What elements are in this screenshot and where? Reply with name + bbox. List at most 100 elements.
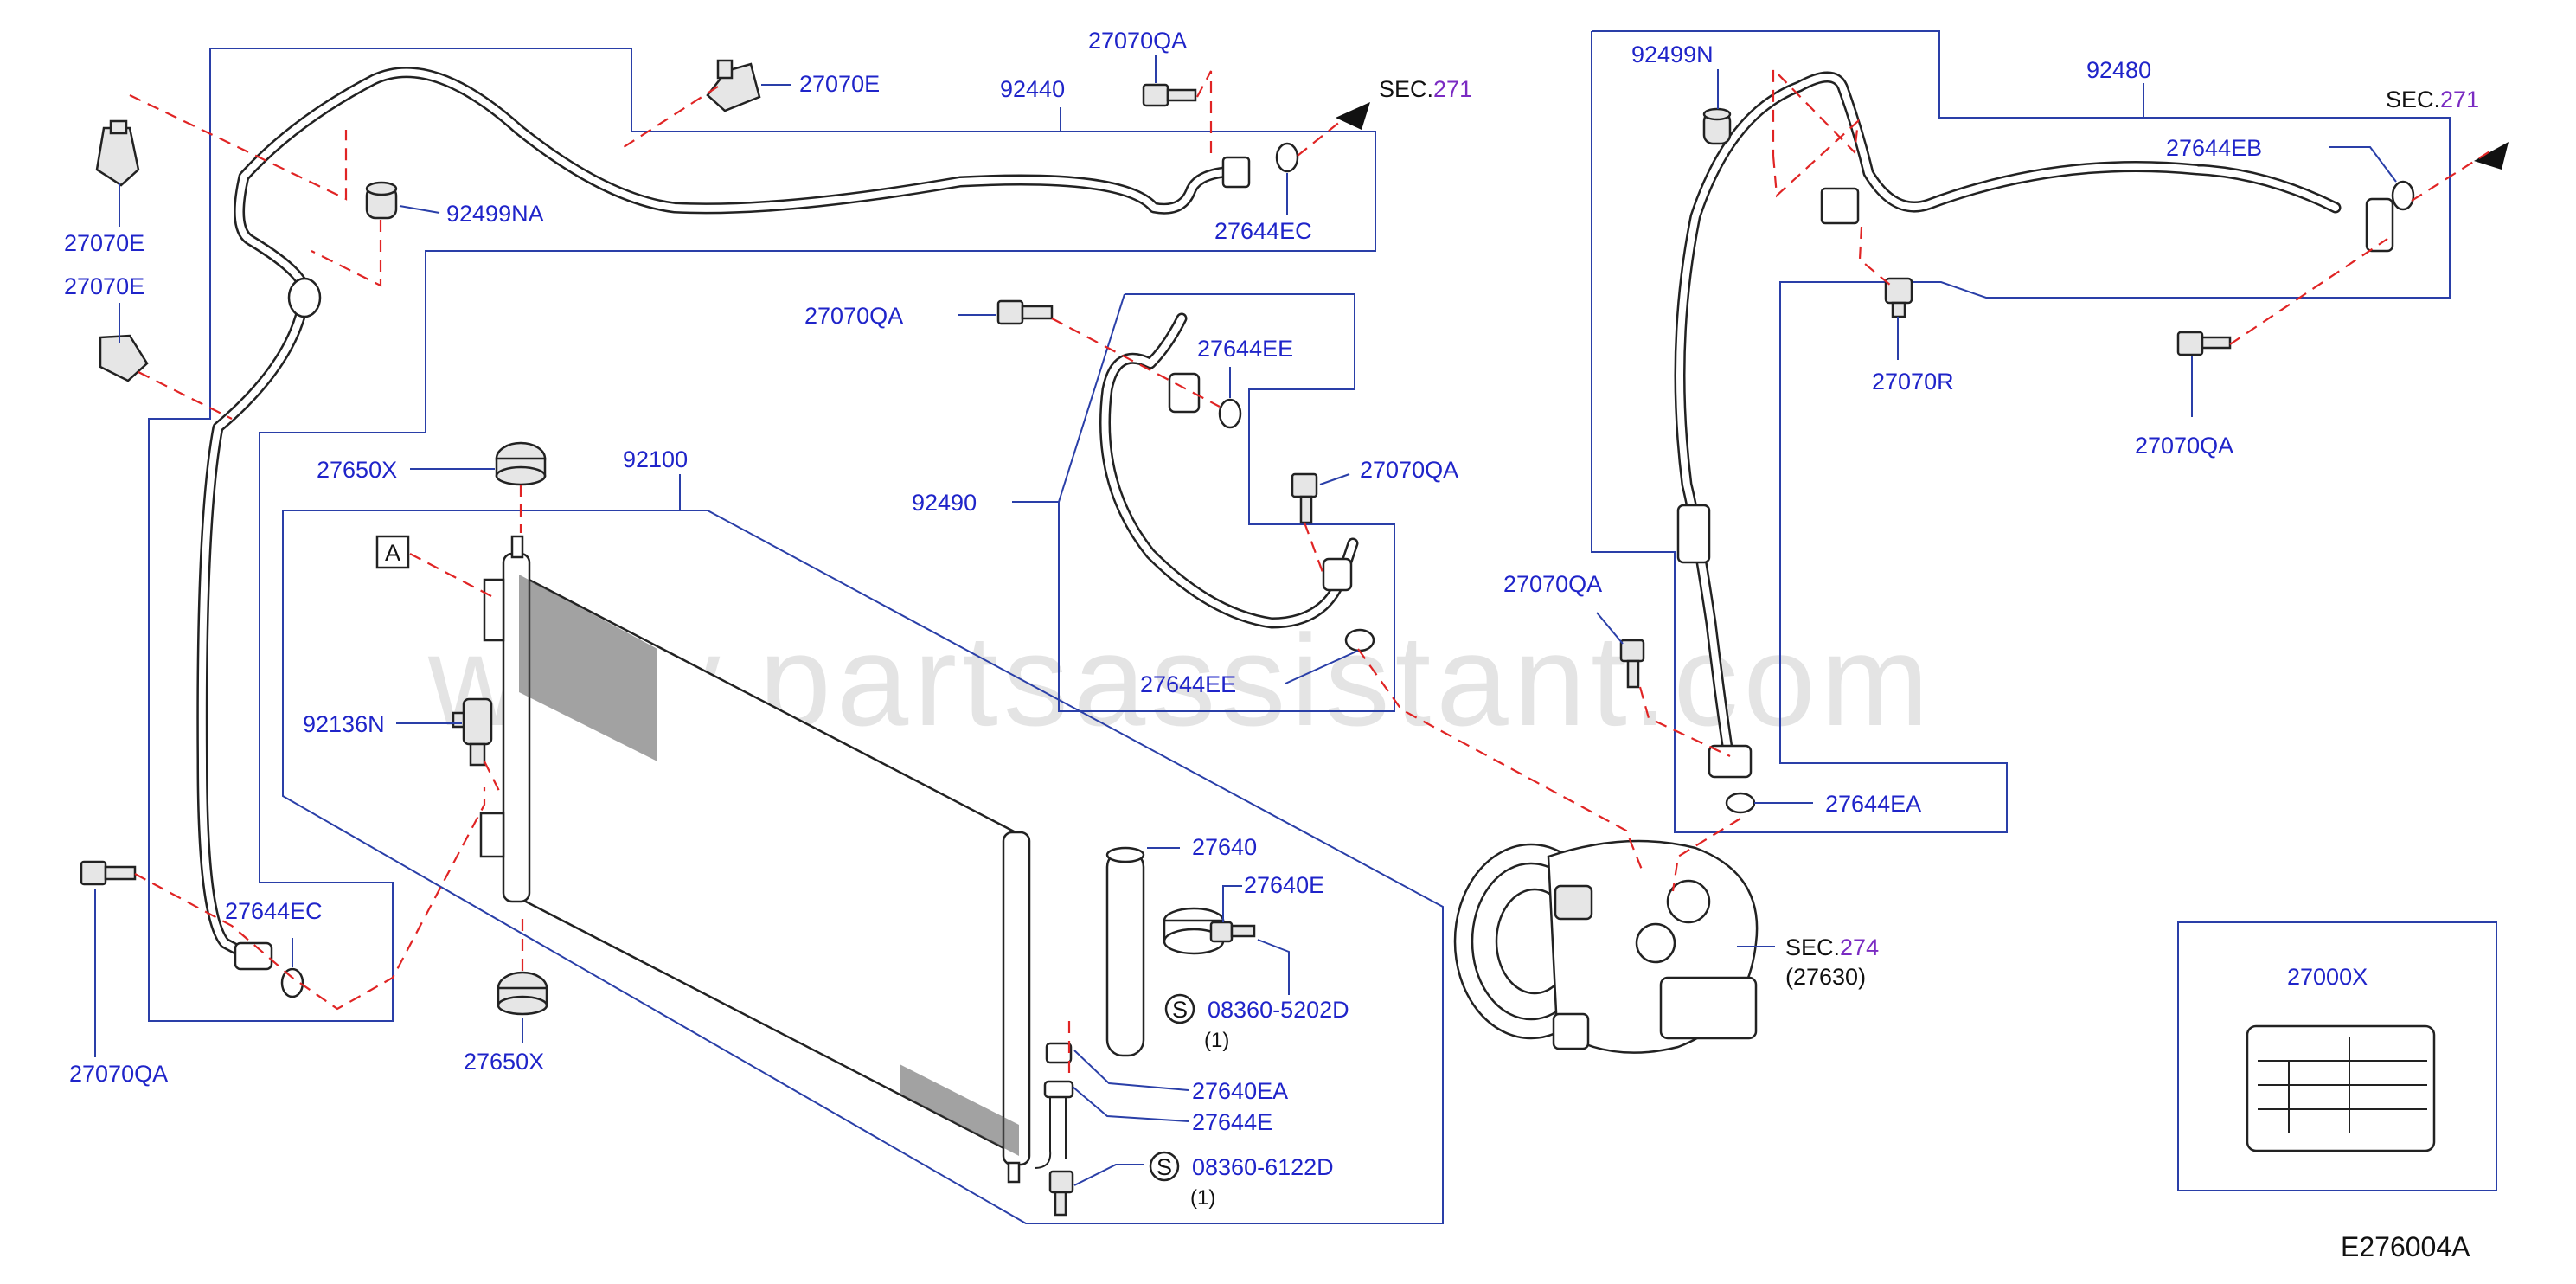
install-line-27644EC-bottom bbox=[134, 787, 486, 1011]
install-line-27070QA-right bbox=[2229, 238, 2388, 345]
clip-27070E-left1 bbox=[95, 119, 140, 187]
condenser-bracket-upper bbox=[483, 578, 505, 642]
label-sec271-right-num[interactable]: 271 bbox=[2440, 87, 2479, 112]
label-27630: (27630) bbox=[1785, 964, 1866, 990]
label-27000X: 27000X bbox=[2287, 964, 2368, 990]
bracket-27640E bbox=[1163, 907, 1225, 955]
install-line-92490-mid bbox=[1303, 522, 1325, 575]
leader-27070QA-comp bbox=[1596, 612, 1624, 645]
install-line-92490-to-compressor bbox=[1357, 648, 1645, 875]
leader-92499NA bbox=[399, 205, 440, 214]
install-line-92480-bracket bbox=[1772, 67, 1860, 198]
label-27644EE-top: 27644EE bbox=[1197, 336, 1293, 362]
o-ring-27644EA bbox=[1725, 792, 1756, 814]
o-ring-27644EC-bottom bbox=[280, 967, 304, 998]
label-27640E: 27640E bbox=[1244, 872, 1324, 898]
label-27070QA-right: 27070QA bbox=[2135, 433, 2233, 459]
install-line-27070QA-comp bbox=[1638, 686, 1731, 757]
pipe-92440-inner bbox=[198, 68, 1244, 960]
label-27070E-top: 27070E bbox=[799, 71, 880, 97]
install-line-27070R bbox=[1858, 226, 1892, 286]
bolt-27070QA-left bbox=[80, 860, 137, 886]
pipe-92440-end-fitting-top bbox=[1221, 156, 1251, 189]
condenser-fin-hatching-left bbox=[519, 575, 657, 761]
o-ring-27644EC-top bbox=[1275, 142, 1299, 173]
o-ring-27644EE-top bbox=[1218, 398, 1242, 429]
label-27070QA-mid: 27070QA bbox=[804, 303, 903, 329]
label-27644E: 27644E bbox=[1192, 1109, 1272, 1135]
label-sec271-left-prefix: SEC. bbox=[1379, 76, 1433, 102]
label-92480: 92480 bbox=[2086, 57, 2151, 83]
o-ring-27644EE-bottom bbox=[1344, 628, 1375, 652]
leader-08360-5202D bbox=[1257, 939, 1290, 995]
label-92136N: 92136N bbox=[303, 711, 385, 737]
label-08360-6122D: 08360-6122D bbox=[1192, 1154, 1334, 1180]
leader-08360-6122D bbox=[1073, 1164, 1144, 1186]
label-27650X-top: 27650X bbox=[317, 457, 397, 483]
label-08360-5202D: 08360-5202D bbox=[1208, 997, 1349, 1023]
install-line-sec271-right bbox=[2411, 150, 2492, 202]
section-A-box bbox=[375, 535, 410, 569]
compressor-27630 bbox=[1453, 839, 1759, 1054]
grommet-92499N bbox=[1702, 107, 1732, 145]
pipe-92480-upper-fitting bbox=[2365, 197, 2394, 253]
condenser-bracket-lower bbox=[479, 812, 505, 858]
bolt-27070QA-mid bbox=[996, 299, 1054, 325]
label-sec271-right: SEC.271 bbox=[2386, 87, 2479, 112]
condenser-bottom-pin bbox=[1007, 1161, 1021, 1184]
label-sec274-prefix: SEC. bbox=[1785, 934, 1840, 960]
label-qty-1: (1) bbox=[1204, 1029, 1229, 1052]
bolt-27070QA-comp bbox=[1619, 639, 1645, 689]
label-sec274-num[interactable]: 274 bbox=[1840, 934, 1879, 960]
pipe-92490-fitting-bottom bbox=[1322, 557, 1353, 592]
pipe-92440-joint bbox=[287, 277, 322, 318]
leader-27640EA bbox=[1073, 1050, 1189, 1091]
pipe-92490 bbox=[1099, 312, 1359, 629]
group-outline-92100 bbox=[282, 510, 1444, 1224]
label-27070R: 27070R bbox=[1872, 369, 1954, 395]
label-27644EE-bottom: 27644EE bbox=[1140, 671, 1236, 697]
group-outline-92440 bbox=[148, 48, 1376, 1022]
pressure-sensor-92136N bbox=[452, 697, 493, 767]
grommet-92499NA bbox=[365, 181, 398, 220]
label-92100: 92100 bbox=[623, 446, 688, 472]
label-s-marker-2: S bbox=[1157, 1154, 1172, 1180]
label-27070E-left2: 27070E bbox=[64, 273, 144, 299]
label-s-marker-1: S bbox=[1172, 997, 1188, 1023]
label-27070QA-left: 27070QA bbox=[69, 1061, 168, 1087]
label-27070E-left1: 27070E bbox=[64, 230, 144, 256]
label-sec271-left-num[interactable]: 271 bbox=[1433, 76, 1472, 102]
clip-27070E-left2 bbox=[99, 334, 149, 382]
install-line-92440-bracket bbox=[129, 94, 348, 201]
pipe-92490-inner bbox=[1101, 315, 1356, 626]
bolt-27070QA-right bbox=[2176, 331, 2232, 356]
install-line-92136N bbox=[484, 761, 503, 797]
label-27644EC-bottom: 27644EC bbox=[225, 898, 323, 924]
label-27650X-bottom: 27650X bbox=[464, 1049, 544, 1075]
pipe-92480-end-fitting bbox=[1708, 744, 1753, 779]
pipe-92440-end-fitting-bottom bbox=[234, 941, 273, 971]
label-27640: 27640 bbox=[1192, 834, 1257, 860]
pipe-fittings-27640EA bbox=[1034, 1042, 1074, 1169]
label-27640EA: 27640EA bbox=[1192, 1078, 1288, 1104]
pipe-92480-bracket bbox=[1820, 187, 1860, 225]
s-marker-circle-1 bbox=[1164, 993, 1195, 1024]
install-line-92490-top bbox=[1051, 318, 1221, 408]
pipe-92480-sleeve bbox=[1676, 504, 1711, 564]
rubber-mount-27650X-bottom bbox=[497, 971, 548, 1016]
group-outline-92490 bbox=[1058, 293, 1395, 712]
diagram-code: E276004A bbox=[2341, 1231, 2470, 1262]
condenser-right-tank bbox=[1002, 831, 1031, 1166]
install-line-sec271-left bbox=[1297, 120, 1342, 157]
clip-27070E-top bbox=[706, 59, 761, 112]
label-sec274: SEC.274 bbox=[1785, 934, 1879, 960]
install-line-bolt-top bbox=[1196, 70, 1213, 156]
o-ring-27644EB bbox=[2391, 180, 2415, 211]
install-line-27070E-left2 bbox=[138, 371, 233, 420]
label-qty-2: (1) bbox=[1190, 1186, 1215, 1210]
bolt-27070QA-mid2 bbox=[1291, 472, 1318, 524]
condenser-fin-hatching-right bbox=[900, 1064, 1019, 1156]
install-line-92499NA bbox=[311, 220, 382, 287]
label-27070QA-comp: 27070QA bbox=[1503, 571, 1602, 597]
